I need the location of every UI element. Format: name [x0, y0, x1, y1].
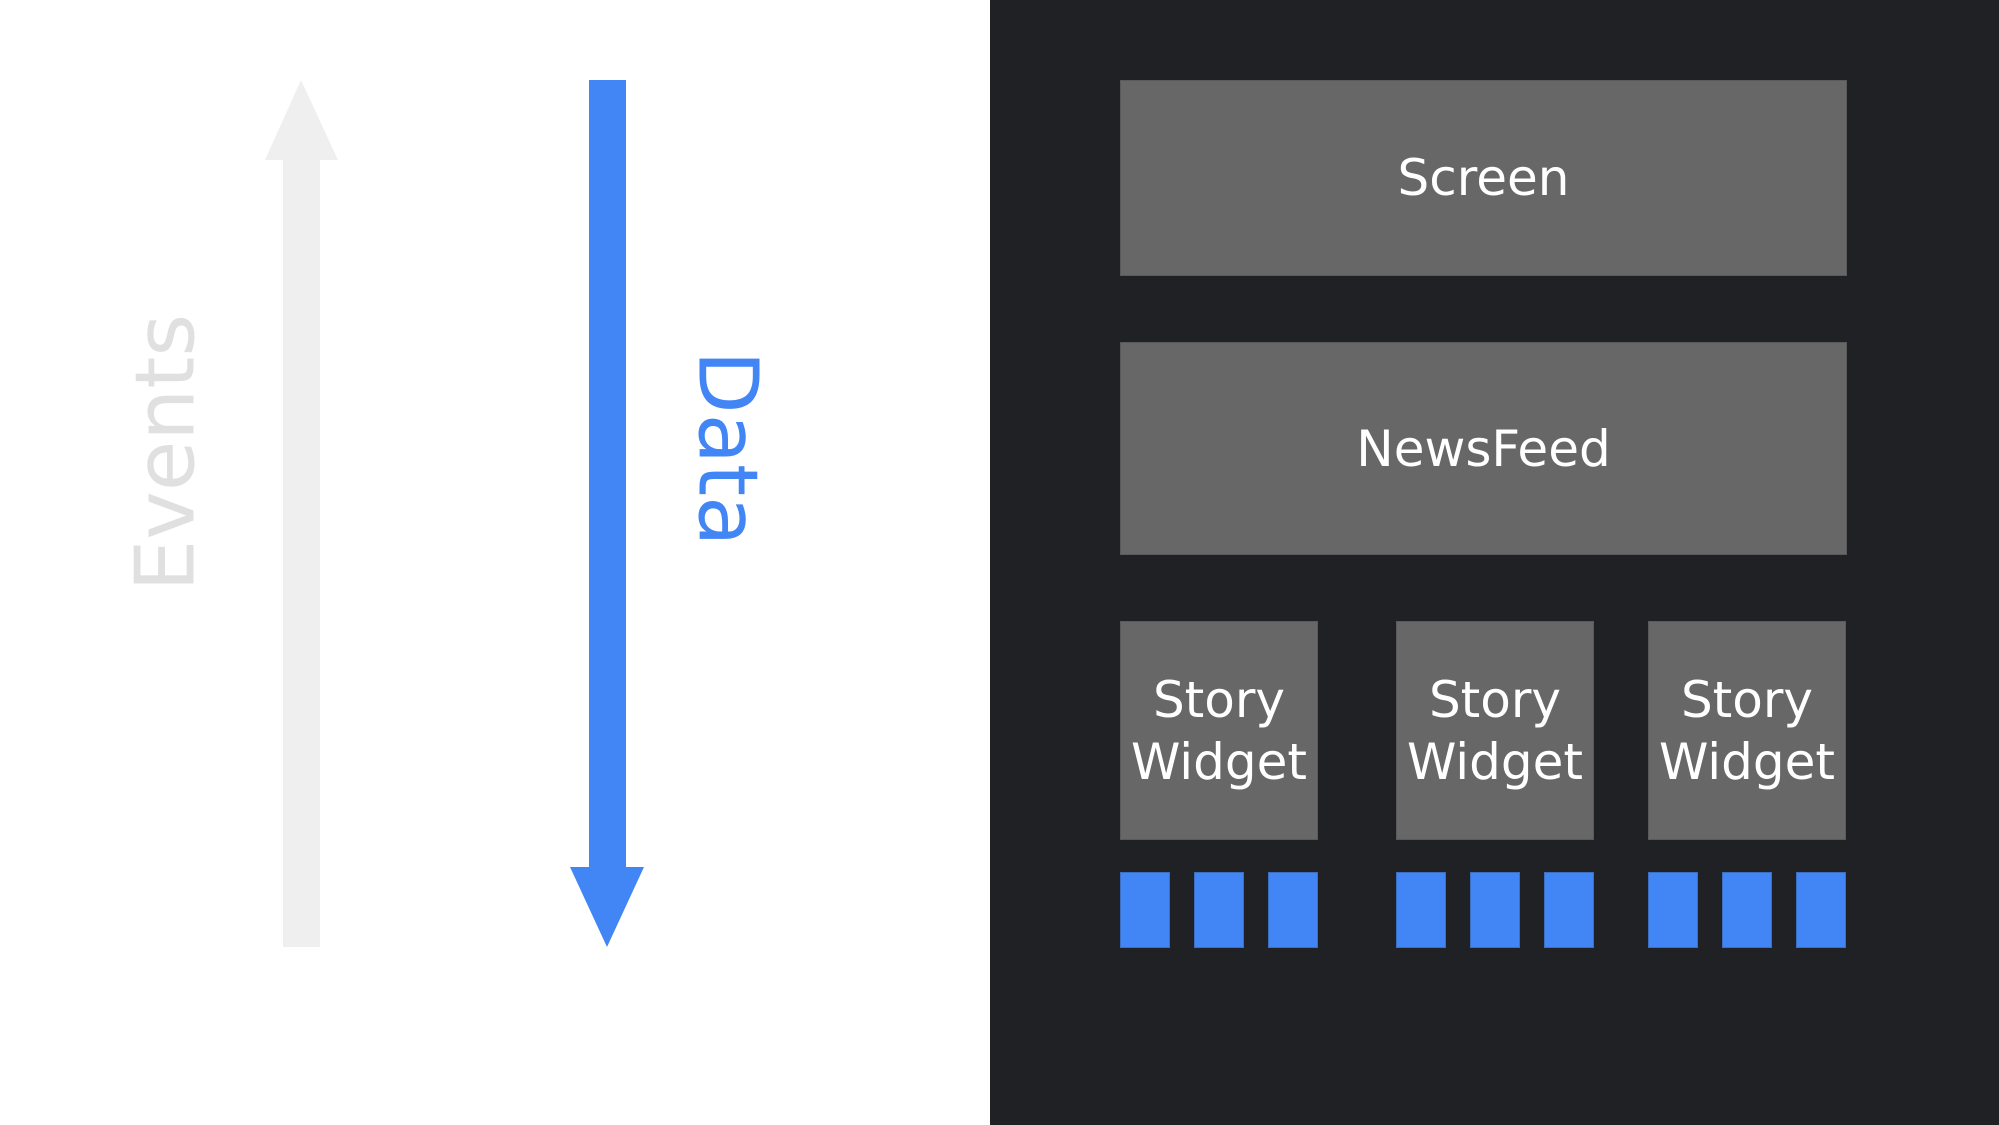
screen-box: Screen: [1120, 80, 1847, 276]
leaf-block: [1722, 872, 1772, 948]
story-widget-label: Story Widget: [1130, 670, 1308, 791]
arrows: [265, 80, 644, 947]
leaf-block: [1120, 872, 1170, 948]
leaf-block: [1396, 872, 1446, 948]
story-widget-box: Story Widget: [1648, 621, 1846, 840]
events-arrow-up: [265, 80, 338, 947]
leaf-block: [1470, 872, 1520, 948]
story-widget-label: Story Widget: [1658, 670, 1836, 791]
story-widget-box: Story Widget: [1396, 621, 1594, 840]
leaf-block: [1268, 872, 1318, 948]
story-widget-label: Story Widget: [1406, 670, 1584, 791]
leaf-block: [1194, 872, 1244, 948]
leaf-block: [1544, 872, 1594, 948]
screen-label: Screen: [1397, 149, 1570, 207]
events-label: Events: [118, 313, 214, 592]
newsfeed-box: NewsFeed: [1120, 342, 1847, 555]
leaf-block: [1796, 872, 1846, 948]
data-label: Data: [679, 350, 775, 547]
story-widget-box: Story Widget: [1120, 621, 1318, 840]
newsfeed-label: NewsFeed: [1356, 419, 1611, 478]
leaf-block: [1648, 872, 1698, 948]
data-arrow-down: [570, 80, 644, 947]
